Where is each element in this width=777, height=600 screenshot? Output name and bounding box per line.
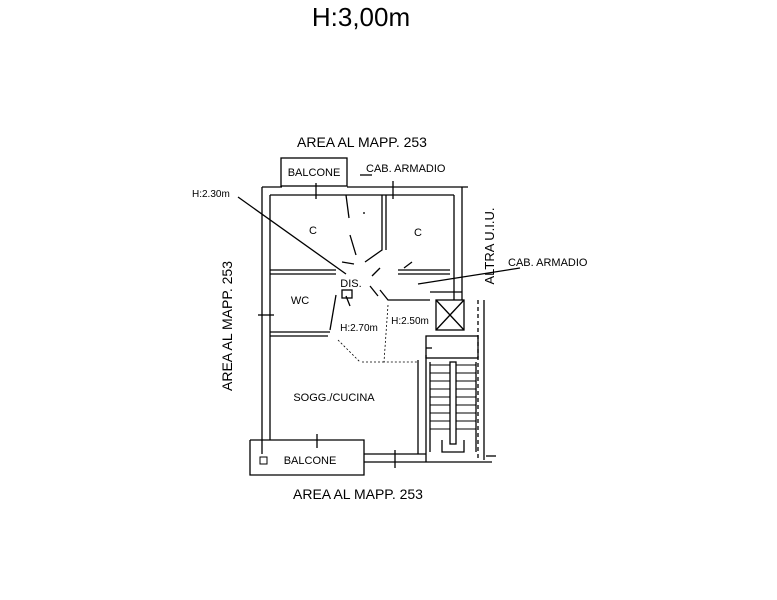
label-area-left: AREA AL MAPP. 253 — [219, 261, 235, 391]
label-h230: H:2.30m — [192, 189, 230, 200]
door-swing-3 — [341, 261, 355, 265]
wall-wc-east — [329, 294, 337, 331]
door-swing-1 — [345, 194, 350, 219]
label-balcone-top: BALCONE — [288, 167, 341, 179]
label-wc: WC — [291, 295, 309, 307]
label-sogg-cucina: SOGG./CUCINA — [293, 392, 375, 404]
stair-bottom-step — [441, 440, 465, 453]
plan-title: H:3,00m — [311, 2, 411, 32]
stair-newel — [449, 361, 457, 445]
leader-cab-right — [417, 267, 521, 285]
door-swing-2 — [349, 234, 357, 256]
label-altra: ALTRA U.I.U. — [482, 207, 497, 284]
label-area-bottom: AREA AL MAPP. 253 — [293, 486, 423, 502]
dotted-boundary-1 — [337, 339, 361, 363]
label-cab-armadio-right: CAB. ARMADIO — [508, 257, 588, 269]
door-swing-6 — [369, 285, 379, 297]
label-cab-armadio-top: CAB. ARMADIO — [366, 163, 446, 175]
door-swing-5 — [403, 261, 413, 269]
label-room-c-left: C — [309, 225, 317, 237]
balcony-fixture — [259, 456, 268, 465]
lift-shaft — [435, 299, 465, 331]
dotted-boundary-2 — [383, 304, 418, 363]
balcony-bottom — [249, 439, 365, 476]
label-dis: DIS. — [340, 278, 361, 290]
wc-fixture — [341, 289, 353, 299]
label-h250: H:2.50m — [391, 316, 429, 327]
label-h270: H:2.70m — [340, 323, 378, 334]
stair-landing — [425, 335, 479, 359]
leader-h230 — [237, 196, 347, 275]
wall-bedroom-divider — [364, 195, 383, 263]
label-room-c-right: C — [414, 227, 422, 239]
lift-cross-2 — [435, 299, 465, 331]
door-swing-4 — [371, 267, 381, 277]
balcony-top — [280, 157, 348, 187]
wall-cabinet-bottom — [379, 289, 430, 301]
label-balcone-bottom: BALCONE — [284, 455, 337, 467]
label-area-top: AREA AL MAPP. 253 — [297, 134, 427, 150]
